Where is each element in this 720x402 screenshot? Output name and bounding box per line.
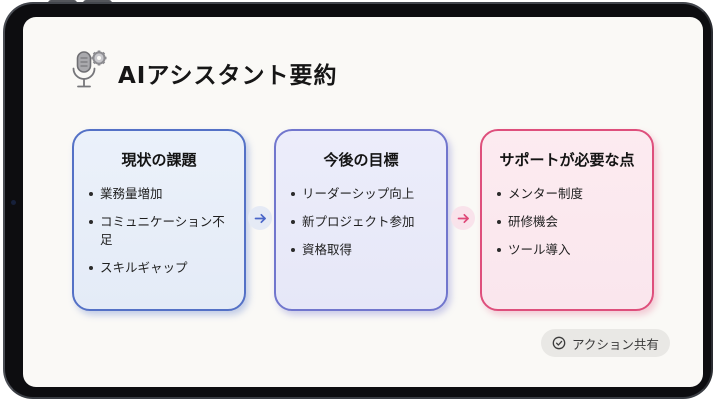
tablet-frame: AIアシスタント要約 現状の課題 業務量増加 コミュニケーション不足 スキルギャ… <box>3 2 713 399</box>
card-title: 現状の課題 <box>121 151 197 169</box>
camera-icon <box>11 200 16 205</box>
arrow-right-icon <box>248 206 272 230</box>
card-list: 業務量増加 コミュニケーション不足 スキルギャップ <box>89 185 234 278</box>
bullet-icon <box>89 192 93 196</box>
bullet-icon <box>291 248 295 253</box>
list-item-text: ツール導入 <box>508 242 571 258</box>
arrow-right-icon <box>451 206 475 230</box>
list-item-text: リーダーシップ向上 <box>302 186 415 201</box>
list-item: スキルギャップ <box>89 259 234 277</box>
list-item: メンター制度 <box>497 185 642 203</box>
list-item-text: コミュニケーション不足 <box>100 214 225 248</box>
list-item: 業務量増加 <box>89 185 234 203</box>
bullet-icon <box>89 220 93 225</box>
list-item-text: 業務量増加 <box>100 186 163 201</box>
list-item-text: メンター制度 <box>508 186 584 201</box>
microphone-settings-icon <box>69 49 109 97</box>
list-item: 研修機会 <box>497 213 642 231</box>
bullet-icon <box>497 192 501 196</box>
card-current-issues: 現状の課題 業務量増加 コミュニケーション不足 スキルギャップ <box>72 129 246 311</box>
check-circle-icon <box>552 336 566 350</box>
bullet-icon <box>291 192 295 196</box>
list-item: コミュニケーション不足 <box>89 213 234 249</box>
card-future-goals: 今後の目標 リーダーシップ向上 新プロジェクト参加 資格取得 <box>274 129 448 311</box>
list-item-text: スキルギャップ <box>100 260 188 276</box>
list-item: 資格取得 <box>291 241 436 259</box>
card-list: メンター制度 研修機会 ツール導入 <box>497 185 642 259</box>
list-item: 新プロジェクト参加 <box>291 213 436 231</box>
share-actions-label: アクション共有 <box>572 336 659 352</box>
bullet-icon <box>89 266 93 271</box>
header: AIアシスタント要約 <box>69 49 337 97</box>
card-list: リーダーシップ向上 新プロジェクト参加 資格取得 <box>291 185 436 259</box>
bullet-icon <box>497 248 501 253</box>
list-item: ツール導入 <box>497 241 642 259</box>
bullet-icon <box>497 220 501 225</box>
list-item-text: 研修機会 <box>508 214 559 230</box>
card-title: サポートが必要な点 <box>499 151 635 169</box>
list-item-text: 新プロジェクト参加 <box>302 214 415 230</box>
list-item-text: 資格取得 <box>302 242 353 258</box>
bullet-icon <box>291 220 295 225</box>
card-title: 今後の目標 <box>323 151 399 169</box>
screen: AIアシスタント要約 現状の課題 業務量増加 コミュニケーション不足 スキルギャ… <box>23 17 703 387</box>
card-support-needed: サポートが必要な点 メンター制度 研修機会 ツール導入 <box>480 129 654 311</box>
page-title: AIアシスタント要約 <box>118 63 338 89</box>
list-item: リーダーシップ向上 <box>291 185 436 203</box>
share-actions-button[interactable]: アクション共有 <box>541 329 670 357</box>
